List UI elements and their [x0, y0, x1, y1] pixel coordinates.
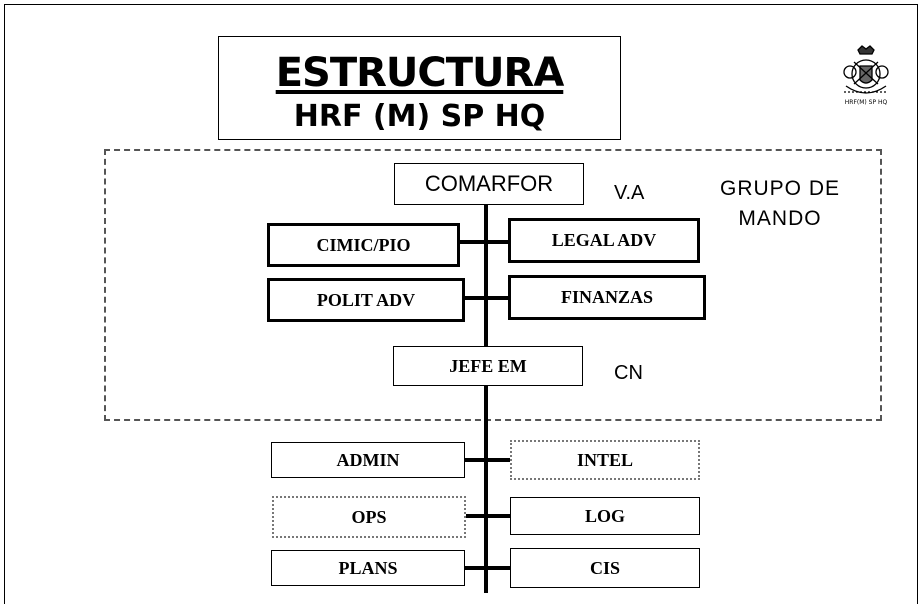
comarfor-rank: V.A [614, 182, 645, 204]
title-box: ESTRUCTURA HRF (M) SP HQ [218, 36, 621, 140]
node-log: LOG [510, 497, 700, 535]
node-plans: PLANS [271, 550, 465, 586]
command-group-label-line2: MANDO [738, 207, 822, 230]
command-group-label: GRUPO DE MANDO [700, 174, 860, 234]
node-polit-adv: POLIT ADV [267, 278, 465, 322]
node-ops: OPS [272, 496, 466, 538]
node-admin: ADMIN [271, 442, 465, 478]
command-group-label-line1: GRUPO DE [719, 177, 840, 200]
title-main: ESTRUCTURA [275, 50, 565, 96]
node-jefe-em: JEFE EM [393, 346, 583, 386]
logo-caption: HRF(M) SP HQ [845, 99, 888, 106]
node-cimic-pio: CIMIC/PIO [267, 223, 460, 267]
node-intel: INTEL [510, 440, 700, 480]
slide-frame [4, 4, 918, 604]
command-group-box [104, 149, 882, 421]
node-legal-adv: LEGAL ADV [508, 218, 700, 263]
title-subtitle: HRF (M) SP HQ [293, 99, 546, 134]
node-cis: CIS [510, 548, 700, 588]
node-finanzas: FINANZAS [508, 275, 706, 320]
naval-crest-icon: HRF(M) SP HQ [843, 45, 889, 106]
jefe-em-rank: CN [614, 362, 643, 384]
node-comarfor: COMARFOR [394, 163, 584, 205]
